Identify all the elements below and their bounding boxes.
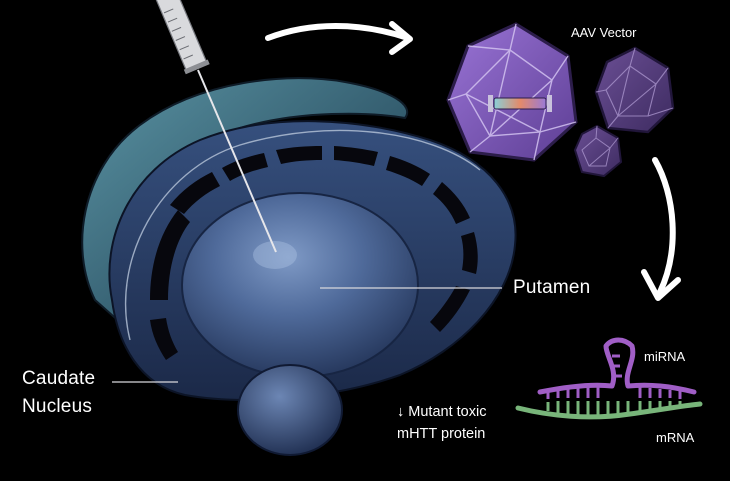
striations	[150, 146, 478, 360]
aav-capsid-icon	[446, 22, 675, 178]
putamen-shape	[181, 192, 419, 378]
caudate-label-line2: Nucleus	[22, 396, 93, 417]
mirna-strand	[537, 337, 697, 395]
curved-arrow-icon	[265, 21, 681, 301]
fibre-curve	[125, 129, 481, 341]
mrna-label: mRNA	[656, 430, 695, 445]
arrow-to-vector-head	[389, 21, 413, 55]
rna-interference	[515, 337, 703, 420]
lower-bulb	[237, 364, 343, 456]
arrow-to-rna-head	[641, 269, 681, 301]
aav-vector-label: AAV Vector	[571, 25, 637, 40]
injection-glow	[253, 241, 297, 269]
arrow-to-vector	[265, 23, 411, 41]
aav-capsid-large	[446, 22, 578, 162]
mutant-label-line2: mHTT protein	[397, 426, 486, 442]
arrow-to-rna	[652, 157, 676, 295]
leader-lines	[112, 287, 502, 383]
mirna-label: miRNA	[644, 349, 686, 364]
transgene-cassette	[488, 95, 552, 112]
aav-capsid-medium	[594, 46, 675, 134]
caudate-label-line1: Caudate	[22, 368, 96, 389]
brain-illustration	[81, 77, 517, 456]
base-pairs	[546, 354, 682, 416]
putamen-label: Putamen	[513, 277, 591, 298]
aav-capsid-small	[573, 124, 623, 178]
mutant-label-line1: ↓ Mutant toxic	[397, 404, 487, 420]
syringe-icon	[155, 0, 277, 253]
